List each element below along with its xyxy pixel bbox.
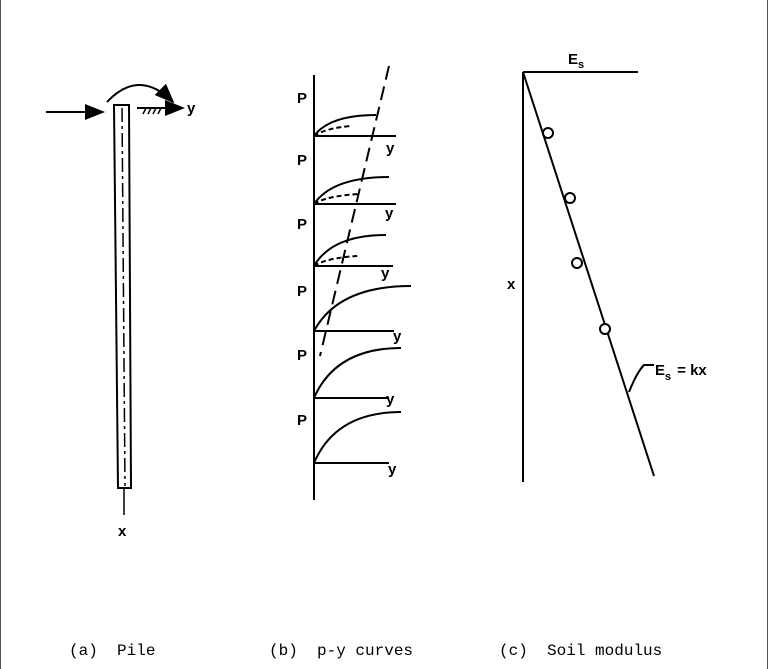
equation-leader xyxy=(628,364,654,393)
es-equation: Es= kx xyxy=(655,362,707,383)
py-y-label: y xyxy=(386,140,395,157)
modulus-x-label: x xyxy=(507,276,516,293)
py-initial-curve-dashed xyxy=(313,193,360,205)
es-trend-line xyxy=(522,71,655,477)
data-point xyxy=(542,127,554,139)
pile-body xyxy=(112,104,133,489)
es-axis-label: Es xyxy=(568,51,584,71)
pile-y-label: y xyxy=(187,100,196,117)
caption-py-curves: (b) p-y curves xyxy=(269,642,413,660)
py-initial-curve-dashed xyxy=(313,255,358,267)
py-p-label: P xyxy=(297,216,307,233)
hatch-marks xyxy=(142,107,162,115)
pile-x-label: x xyxy=(118,523,127,540)
pile-centerline xyxy=(121,107,126,487)
py-curve xyxy=(313,234,387,267)
data-point xyxy=(571,257,583,269)
data-point xyxy=(599,323,611,335)
py-y-label: y xyxy=(386,391,395,408)
py-p-label: P xyxy=(297,412,307,429)
py-curve xyxy=(313,176,390,205)
py-y-label: y xyxy=(388,461,397,478)
py-curve xyxy=(313,114,377,137)
py-p-label: P xyxy=(297,283,307,300)
data-point xyxy=(564,192,576,204)
soil-modulus-diagram: Es x Es= kx xyxy=(507,51,707,482)
py-y-label: y xyxy=(381,265,390,282)
py-y-label: y xyxy=(393,328,402,345)
py-p-label: P xyxy=(297,347,307,364)
caption-soil-modulus: (c) Soil modulus xyxy=(499,642,662,660)
py-curve xyxy=(313,347,402,399)
py-p-label: P xyxy=(297,90,307,107)
caption-pile: (a) Pile xyxy=(69,642,155,660)
py-curve xyxy=(313,285,412,332)
py-y-label: y xyxy=(385,205,394,222)
py-initial-curve-dashed xyxy=(313,125,352,137)
pile-diagram: y x xyxy=(46,83,196,540)
moment-arrow xyxy=(106,83,175,104)
ultimate-resistance-dashed-line xyxy=(319,65,390,357)
py-curve xyxy=(313,411,402,464)
py-p-label: P xyxy=(297,152,307,169)
